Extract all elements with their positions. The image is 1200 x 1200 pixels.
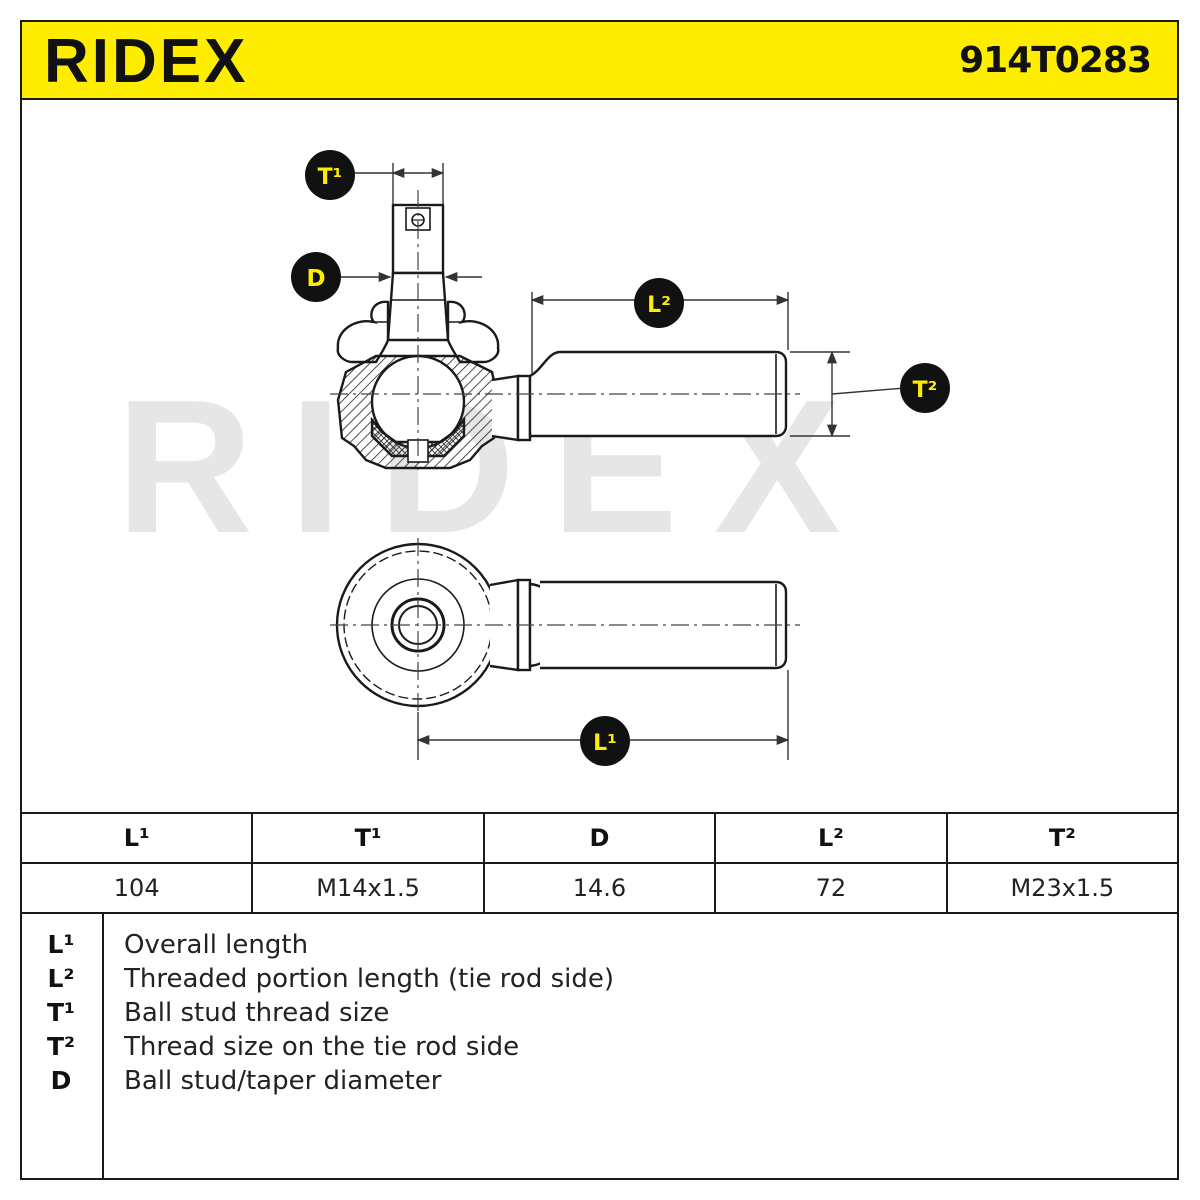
spec-value-row: 104 M14x1.5 14.6 72 M23x1.5 — [19, 862, 1180, 914]
spec-header-row: L¹ T¹ D L² T² — [19, 812, 1180, 864]
spec-header-d: D — [482, 812, 717, 864]
header-bar: RIDEX 914T0283 — [20, 20, 1179, 100]
legend-divider — [102, 912, 104, 1180]
legend-item: T¹ Ball stud thread size — [20, 998, 1120, 1032]
legend-text: Thread size on the tie rod side — [124, 1032, 520, 1062]
legend-item: T² Thread size on the tie rod side — [20, 1032, 1120, 1066]
badge-t1: T¹ — [305, 150, 355, 200]
top-view — [330, 538, 800, 712]
svg-text:L¹: L¹ — [593, 731, 617, 756]
spec-table: L¹ T¹ D L² T² 104 M14x1.5 14.6 72 M23x1.… — [19, 812, 1180, 914]
legend-text: Ball stud/taper diameter — [124, 1066, 442, 1096]
ridex-logo: RIDEX — [44, 27, 248, 95]
spec-value-l2: 72 — [714, 862, 948, 914]
spec-header-t2: T² — [945, 812, 1180, 864]
spec-value-l1: 104 — [19, 862, 254, 914]
legend-symbol: L¹ — [47, 930, 75, 959]
legend-symbol: D — [50, 1066, 72, 1095]
legend: L¹ Overall length L² Threaded portion le… — [20, 912, 1179, 1180]
badge-l1: L¹ — [580, 716, 630, 766]
svg-text:L²: L² — [647, 293, 671, 318]
dimension-t2 — [790, 350, 906, 438]
spec-value-t1: M14x1.5 — [251, 862, 485, 914]
logo-text: RIDEX — [44, 27, 248, 95]
svg-text:T¹: T¹ — [318, 165, 343, 190]
svg-text:T²: T² — [913, 378, 938, 403]
part-number: 914T0283 — [959, 40, 1152, 81]
legend-item: L¹ Overall length — [20, 930, 1120, 964]
svg-text:D: D — [306, 266, 325, 292]
legend-symbol: T² — [46, 1032, 75, 1061]
dimension-t1 — [355, 163, 445, 205]
spec-header-l2: L² — [714, 812, 948, 864]
spec-header-t1: T¹ — [251, 812, 485, 864]
legend-text: Ball stud thread size — [124, 998, 390, 1028]
legend-item: L² Threaded portion length (tie rod side… — [20, 964, 1120, 998]
spec-header-l1: L¹ — [19, 812, 254, 864]
legend-item: D Ball stud/taper diameter — [20, 1066, 1120, 1100]
legend-symbol: T¹ — [46, 998, 75, 1027]
legend-text: Threaded portion length (tie rod side) — [124, 964, 615, 994]
side-view — [330, 190, 800, 470]
badge-d: D — [291, 252, 341, 302]
spec-value-t2: M23x1.5 — [945, 862, 1180, 914]
badge-l2: L² — [634, 278, 684, 328]
legend-symbol: L² — [47, 964, 75, 993]
spec-value-d: 14.6 — [482, 862, 717, 914]
legend-text: Overall length — [124, 930, 309, 960]
badge-t2: T² — [900, 363, 950, 413]
